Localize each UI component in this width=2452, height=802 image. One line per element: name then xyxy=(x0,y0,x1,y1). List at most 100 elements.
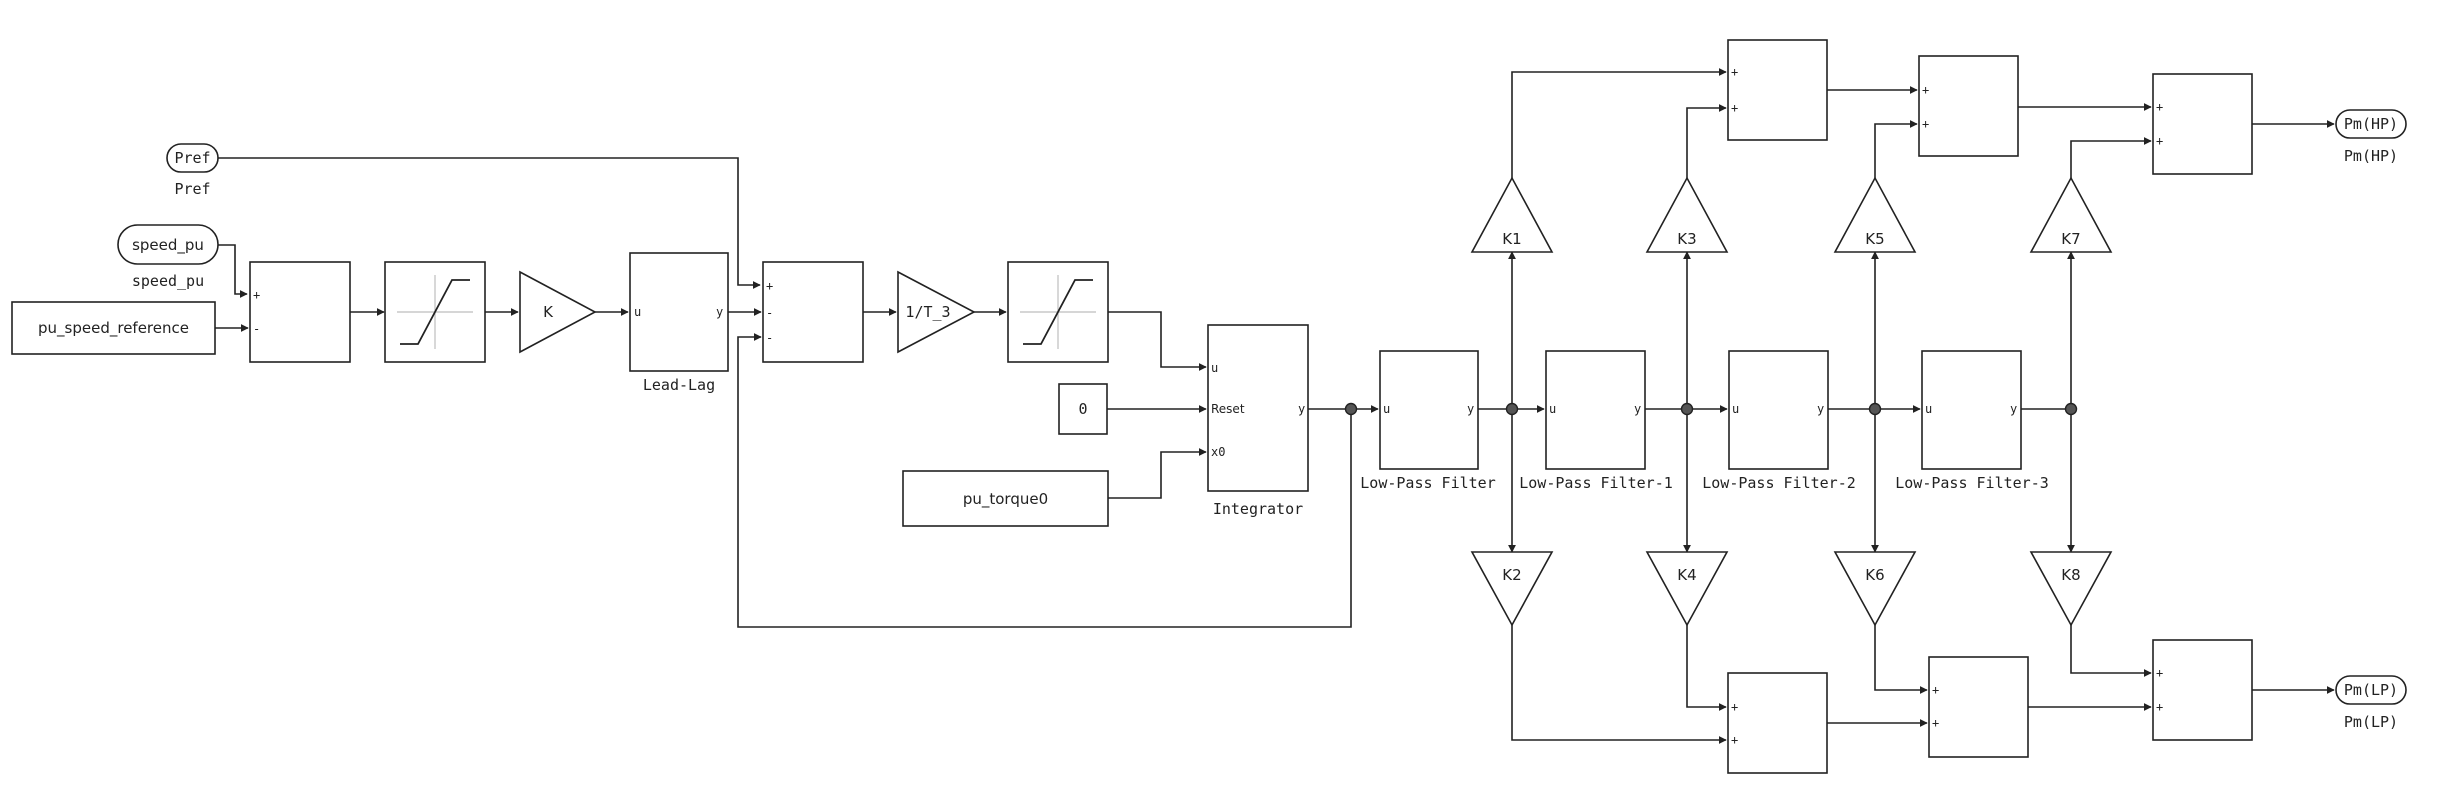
low-pass-filter-3[interactable]: u y Low-Pass Filter-3 xyxy=(1895,350,2049,492)
outport-hp-label: Pm(HP) xyxy=(2344,147,2398,165)
sum-lp-b-sign-2: + xyxy=(1932,716,1939,730)
sum2-sign-minus-2: - xyxy=(766,331,773,345)
sum-lp-b[interactable]: + + xyxy=(1928,656,2029,758)
gain-k7-label: K7 xyxy=(2061,230,2080,248)
sum-hp-b-sign-2: + xyxy=(1922,117,1929,131)
constant-zero-value: 0 xyxy=(1078,400,1087,418)
lpf0-port-y: y xyxy=(1467,402,1474,416)
saturation-2[interactable] xyxy=(1007,261,1109,363)
gain-k6[interactable]: K6 xyxy=(1833,551,1917,627)
gain-k4[interactable]: K4 xyxy=(1645,551,1729,627)
outport-lp[interactable]: Pm(LP) Pm(LP) xyxy=(2335,675,2407,731)
wire-k1-hpsumA[interactable] xyxy=(1511,68,1727,178)
low-pass-filter-1[interactable]: u y Low-Pass Filter-1 xyxy=(1519,350,1673,492)
constant-speed-reference[interactable]: pu_speed_reference xyxy=(11,301,216,355)
inport-speed[interactable]: speed_pu speed_pu xyxy=(117,224,219,290)
gain-k[interactable]: K xyxy=(519,270,597,354)
sum-hp-c-sign-2: + xyxy=(2156,134,2163,148)
junction-4 xyxy=(2064,402,2078,416)
constant-torque0[interactable]: pu_torque0 xyxy=(902,470,1109,527)
sum-lp-c[interactable]: + + xyxy=(2152,639,2253,741)
junction-2 xyxy=(1680,402,1694,416)
wire-k4-lpsumA[interactable] xyxy=(1686,625,1727,711)
gain-k5[interactable]: K5 xyxy=(1833,176,1917,253)
wire-feedback[interactable] xyxy=(737,333,1352,628)
outport-lp-label: Pm(LP) xyxy=(2344,713,2398,731)
gain-inv-t3-label: 1/T_3 xyxy=(905,303,950,321)
constant-zero[interactable]: 0 xyxy=(1058,383,1108,435)
gain-k7[interactable]: K7 xyxy=(2029,176,2113,253)
sum-hp-c-sign-1: + xyxy=(2156,100,2163,114)
lead-lag-port-y: y xyxy=(716,305,723,319)
gain-k2-label: K2 xyxy=(1502,566,1521,584)
lpf1-port-y: y xyxy=(1634,402,1641,416)
wire-k7-hpsumC[interactable] xyxy=(2070,137,2152,178)
sum1-sign-minus: - xyxy=(253,322,260,336)
outport-hp[interactable]: Pm(HP) Pm(HP) xyxy=(2335,109,2407,165)
junction-3 xyxy=(1868,402,1882,416)
sum-lp-b-sign-1: + xyxy=(1932,683,1939,697)
sum2-sign-plus: + xyxy=(766,279,773,293)
wire-k2-lpsumA[interactable] xyxy=(1511,625,1727,744)
lpf0-port-u: u xyxy=(1383,402,1390,416)
gain-k4-label: K4 xyxy=(1677,566,1696,584)
inport-speed-label: speed_pu xyxy=(132,272,204,290)
gain-k8[interactable]: K8 xyxy=(2029,551,2113,627)
low-pass-filter-2[interactable]: u y Low-Pass Filter-2 xyxy=(1702,350,1856,492)
gain-k6-label: K6 xyxy=(1865,566,1884,584)
sum1-sign-plus: + xyxy=(253,288,260,302)
sum-speed-error[interactable]: + - xyxy=(249,261,351,363)
lead-lag-port-u: u xyxy=(634,305,641,319)
gain-k1[interactable]: K1 xyxy=(1470,176,1554,253)
wire-k8-lpsumC[interactable] xyxy=(2070,625,2152,677)
inport-pref-label: Pref xyxy=(174,180,210,198)
junction-1 xyxy=(1505,402,1519,416)
wire-k3-hpsumA[interactable] xyxy=(1686,104,1727,178)
integrator-port-reset: Reset xyxy=(1211,402,1245,416)
saturation-1[interactable] xyxy=(384,261,486,363)
lpf0-label: Low-Pass Filter xyxy=(1360,474,1495,492)
lpf2-port-u: u xyxy=(1732,402,1739,416)
gain-inv-t3[interactable]: 1/T_3 xyxy=(897,270,976,354)
wire-pref[interactable] xyxy=(218,157,761,289)
lpf2-port-y: y xyxy=(1817,402,1824,416)
wire-k6-lpsumB[interactable] xyxy=(1874,625,1928,694)
wire-k5-hpsumB[interactable] xyxy=(1874,120,1918,178)
wire-sat2-int[interactable] xyxy=(1108,311,1207,371)
sum-hp-a[interactable]: + + xyxy=(1727,39,1828,141)
gain-k2[interactable]: K2 xyxy=(1470,551,1554,627)
lpf3-port-y: y xyxy=(2010,402,2017,416)
inport-pref-name: Pref xyxy=(174,149,210,167)
sum2-sign-minus-1: - xyxy=(766,306,773,320)
lead-lag-label: Lead-Lag xyxy=(643,376,715,394)
sum-hp-a-sign-1: + xyxy=(1731,65,1738,79)
lpf2-label: Low-Pass Filter-2 xyxy=(1702,474,1856,492)
gain-k5-label: K5 xyxy=(1865,230,1884,248)
sum-hp-c[interactable]: + + xyxy=(2152,73,2253,175)
constant-torque0-value: pu_torque0 xyxy=(963,490,1048,509)
gain-k-label: K xyxy=(543,303,554,321)
integrator-port-y: y xyxy=(1298,402,1305,416)
wire-torque0-x0[interactable] xyxy=(1108,448,1207,499)
gain-k8-label: K8 xyxy=(2061,566,2080,584)
gain-k3-label: K3 xyxy=(1677,230,1696,248)
sum-lp-c-sign-2: + xyxy=(2156,700,2163,714)
junctions xyxy=(1344,402,2078,416)
sum-hp-a-sign-2: + xyxy=(1731,101,1738,115)
sum-lp-a-sign-2: + xyxy=(1731,733,1738,747)
outport-hp-name: Pm(HP) xyxy=(2344,115,2398,133)
integrator-block[interactable]: u Reset x0 y Integrator xyxy=(1207,324,1309,518)
sum-hp-b[interactable]: + + xyxy=(1918,55,2019,157)
gain-k1-label: K1 xyxy=(1502,230,1521,248)
sum-lp-a[interactable]: + + xyxy=(1727,672,1828,774)
inport-speed-name: speed_pu xyxy=(132,236,204,255)
lead-lag-block[interactable]: u y Lead-Lag xyxy=(629,252,729,394)
wire-speed[interactable] xyxy=(218,244,248,298)
signal-lines xyxy=(215,68,2335,744)
gain-k3[interactable]: K3 xyxy=(1645,176,1729,253)
sum-lp-c-sign-1: + xyxy=(2156,666,2163,680)
inport-pref[interactable]: Pref Pref xyxy=(166,143,219,198)
low-pass-filter-0[interactable]: u y Low-Pass Filter xyxy=(1360,350,1496,492)
outport-lp-name: Pm(LP) xyxy=(2344,681,2398,699)
sum-power[interactable]: + - - xyxy=(762,261,864,363)
